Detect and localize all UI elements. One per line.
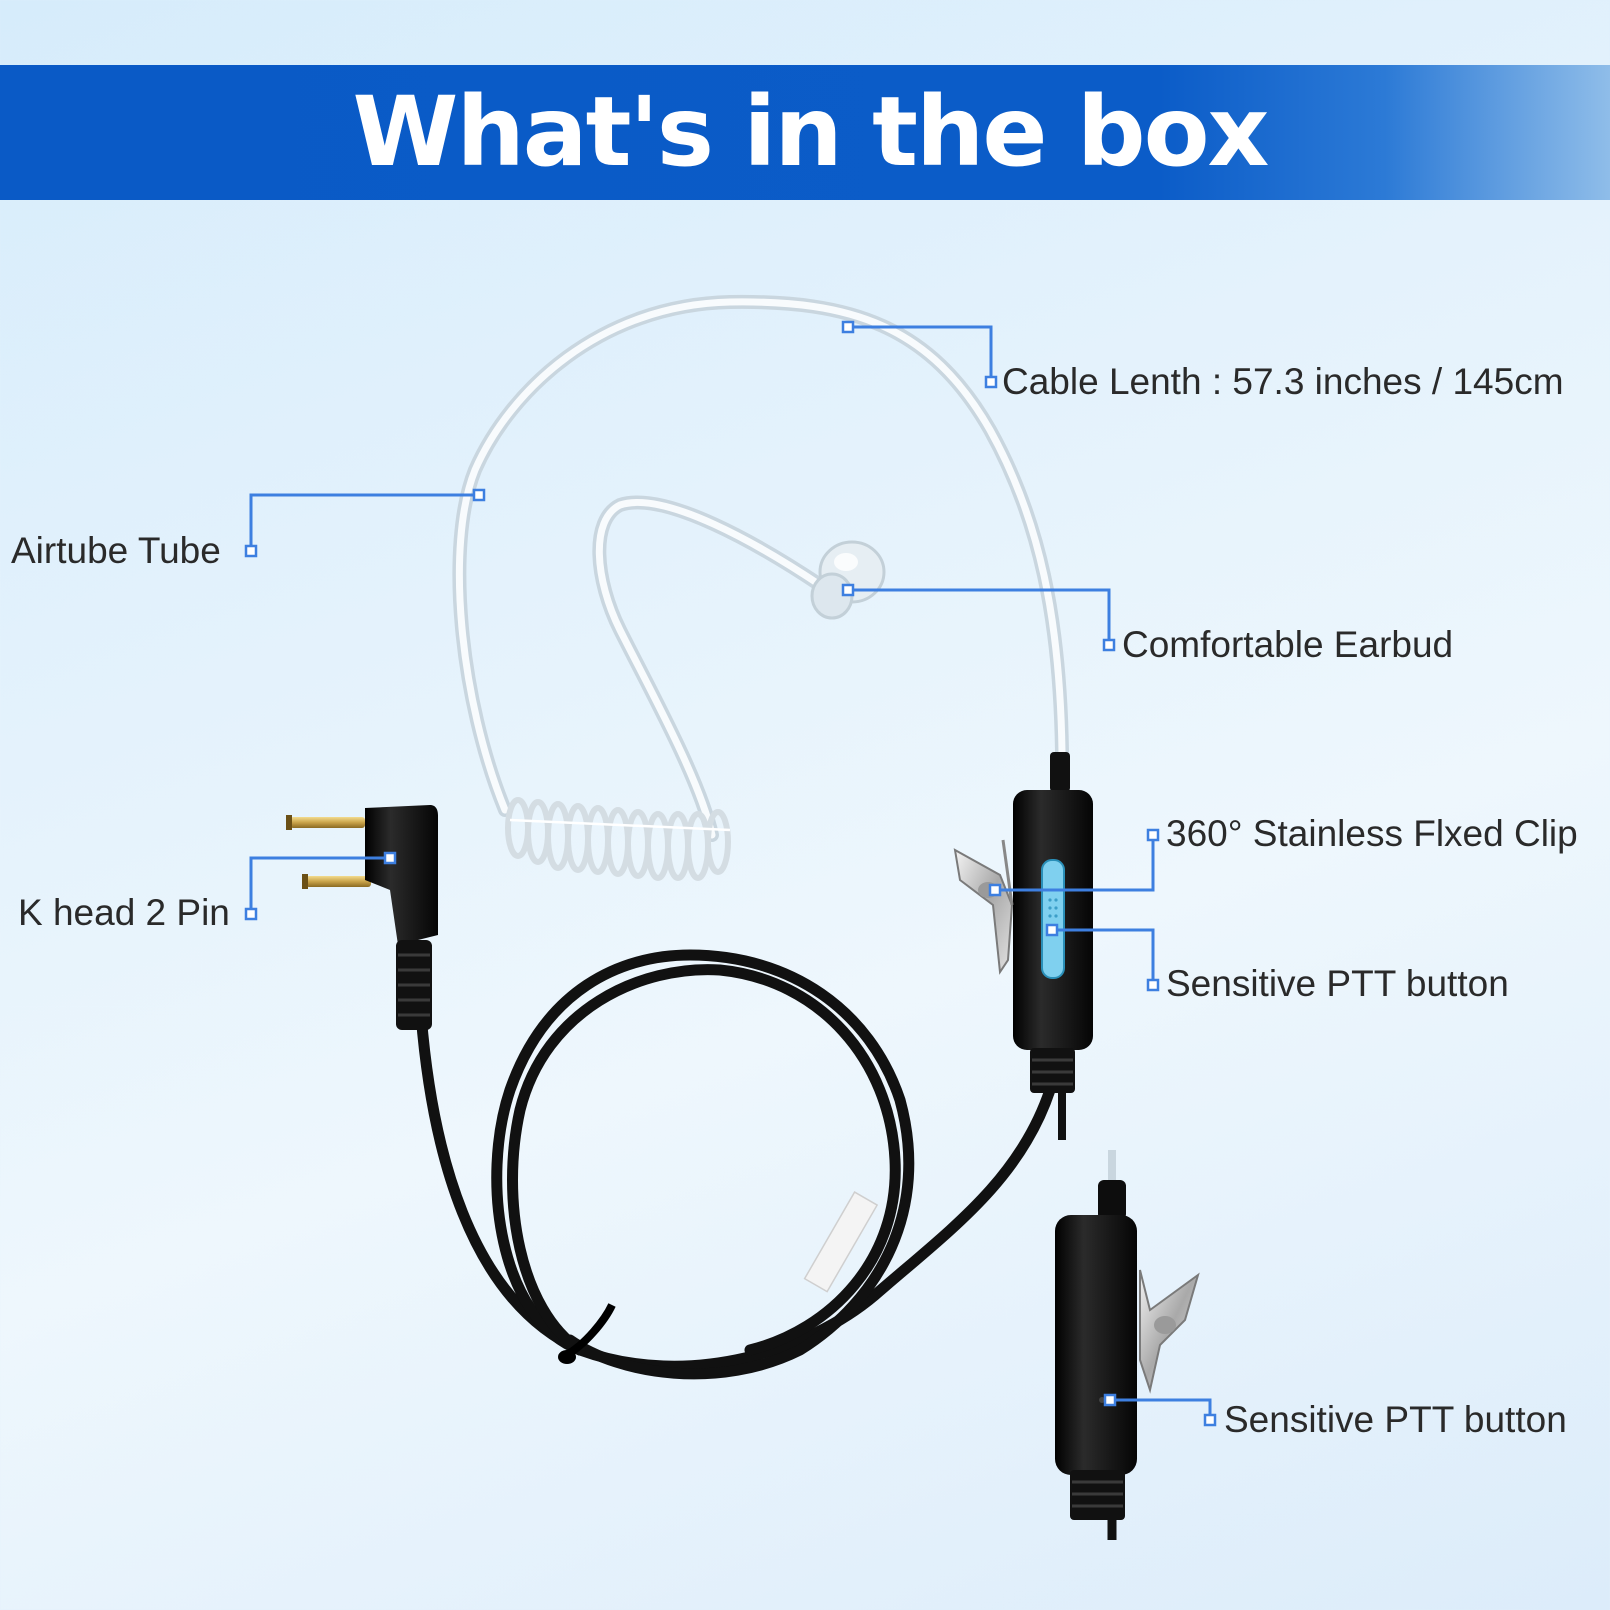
callout-airtube: Airtube Tube — [11, 530, 221, 571]
cable-label — [803, 1191, 879, 1293]
airtube — [452, 294, 1069, 817]
ptt-unit-upper — [953, 752, 1093, 1093]
earbud-tube — [592, 495, 827, 842]
earbud-icon — [810, 540, 886, 620]
callout-earbud: Comfortable Earbud — [1122, 624, 1454, 665]
callout-ptt-upper: Sensitive PTT button — [1166, 963, 1509, 1004]
callout-clip: 360° Stainless Flxed Clip — [1166, 813, 1578, 854]
ptt-unit-lower — [1055, 1180, 1200, 1520]
main-cable — [414, 949, 1056, 1380]
k-head-connector-icon — [286, 805, 438, 1030]
callout-ptt-lower: Sensitive PTT button — [1224, 1399, 1567, 1440]
callout-k-head: K head 2 Pin — [18, 892, 230, 933]
callout-cable-length: Cable Lenth : 57.3 inches / 145cm — [1002, 361, 1564, 402]
clip-icon-lower — [1139, 1269, 1200, 1394]
page-title: What's in the box — [352, 76, 1270, 188]
ptt-button-icon — [1041, 859, 1065, 979]
clip-icon — [953, 839, 1014, 975]
title-banner: What's in the box — [0, 65, 1610, 200]
leader-markers — [244, 320, 1217, 1427]
leader-lines — [249, 325, 1212, 1420]
coiled-tube — [505, 797, 731, 881]
